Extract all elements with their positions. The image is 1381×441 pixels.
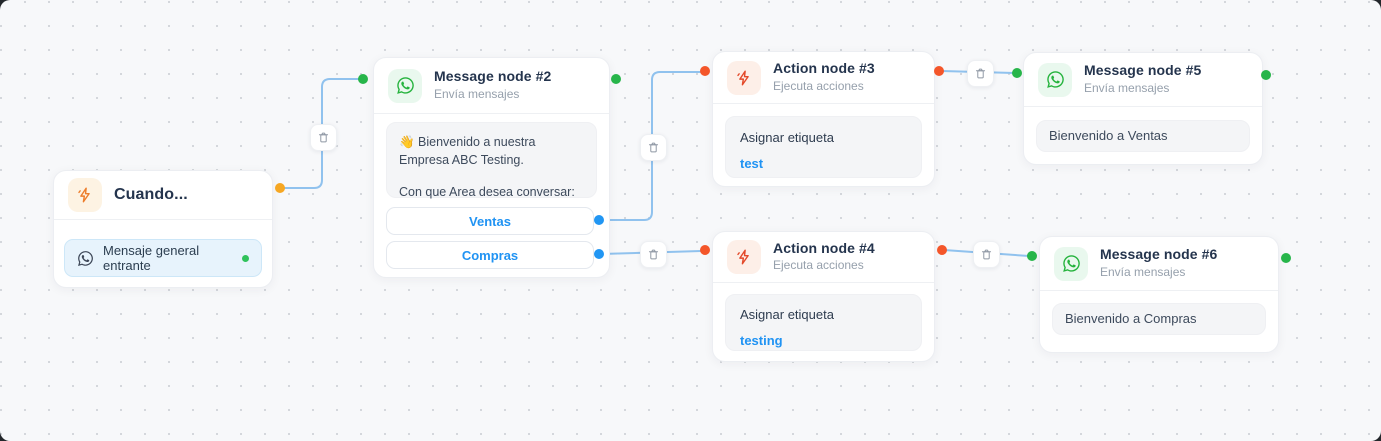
message-node-2-title: Message node #2 [434,68,552,85]
message-node-2[interactable]: Message node #2 Envía mensajes 👋 Bienven… [373,57,610,278]
port-action4-input[interactable] [700,245,710,255]
port-ventas-output[interactable] [594,215,604,225]
action-label: Asignar etiqueta [740,130,834,145]
trigger-condition-label: Mensaje general entrante [103,243,200,273]
port-compras-output[interactable] [594,249,604,259]
message-node-6-header: Message node #6 Envía mensajes [1040,237,1278,291]
port-trigger-output[interactable] [275,183,285,193]
trash-icon [974,67,987,80]
message-text-box: Bienvenido a Compras [1052,303,1266,335]
lightning-icon [68,178,102,212]
action-node-4-title: Action node #4 [773,239,875,256]
delete-edge-button[interactable] [640,241,667,268]
action-node-3-title: Action node #3 [773,60,875,77]
port-message6-input[interactable] [1027,251,1037,261]
trash-icon [647,141,660,154]
port-message5-output[interactable] [1261,70,1271,80]
delete-edge-button[interactable] [973,241,1000,268]
message-node-5-subtitle: Envía mensajes [1084,80,1170,95]
port-message2-output[interactable] [611,74,621,84]
lightning-icon [727,240,761,274]
whatsapp-icon [77,250,94,267]
lightning-icon [727,60,761,95]
action-value[interactable]: test [740,155,764,171]
port-message5-input[interactable] [1012,68,1022,78]
action-value[interactable]: testing [740,332,783,348]
message-node-6-title: Message node #6 [1100,246,1218,263]
message-text-box: 👋 Bienvenido a nuestra Empresa ABC Testi… [386,122,597,200]
quick-reply-button-compras[interactable]: Compras [386,241,594,269]
delete-edge-button[interactable] [310,124,337,151]
port-action3-input[interactable] [700,66,710,76]
action-node-4[interactable]: Action node #4 Ejecuta acciones Asignar … [712,231,935,362]
trash-icon [647,248,660,261]
action-node-4-subtitle: Ejecuta acciones [773,258,864,273]
action-box: Asignar etiqueta test [725,116,922,178]
message-text-box: Bienvenido a Ventas [1036,120,1250,152]
delete-edge-button[interactable] [967,60,994,87]
message-text-line1: 👋 Bienvenido a nuestra Empresa ABC Testi… [399,135,536,168]
message-node-5-title: Message node #5 [1084,62,1202,79]
trash-icon [980,248,993,261]
message-text: Bienvenido a Compras [1065,310,1197,326]
active-status-dot [242,254,249,262]
trigger-node-title: Cuando... [114,186,188,203]
port-action3-output[interactable] [934,66,944,76]
action-node-3-subtitle: Ejecuta acciones [773,78,864,93]
trigger-condition-chip[interactable]: Mensaje general entrante [64,239,262,277]
whatsapp-icon [1054,246,1088,281]
whatsapp-icon [1038,62,1072,97]
port-message2-input[interactable] [358,74,368,84]
message-node-5[interactable]: Message node #5 Envía mensajes Bienvenid… [1023,52,1263,165]
message-node-2-subtitle: Envía mensajes [434,86,520,101]
action-node-4-header: Action node #4 Ejecuta acciones [713,232,934,283]
trigger-node[interactable]: Cuando... Mensaje general entrante [53,170,273,288]
action-node-3[interactable]: Action node #3 Ejecuta acciones Asignar … [712,51,935,187]
trash-icon [317,131,330,144]
delete-edge-button[interactable] [640,134,667,161]
port-message6-output[interactable] [1281,253,1291,263]
trigger-node-header: Cuando... [54,171,272,220]
message-text: Bienvenido a Ventas [1049,127,1168,143]
action-node-3-header: Action node #3 Ejecuta acciones [713,52,934,104]
message-node-2-header: Message node #2 Envía mensajes [374,58,609,114]
message-text-line2: Con que Area desea conversar: [399,185,575,200]
quick-reply-button-ventas[interactable]: Ventas [386,207,594,235]
message-node-6-subtitle: Envía mensajes [1100,264,1186,279]
message-node-5-header: Message node #5 Envía mensajes [1024,53,1262,107]
action-box: Asignar etiqueta testing [725,294,922,351]
whatsapp-icon [388,68,422,103]
message-node-6[interactable]: Message node #6 Envía mensajes Bienvenid… [1039,236,1279,353]
port-action4-output[interactable] [937,245,947,255]
action-label: Asignar etiqueta [740,307,834,322]
